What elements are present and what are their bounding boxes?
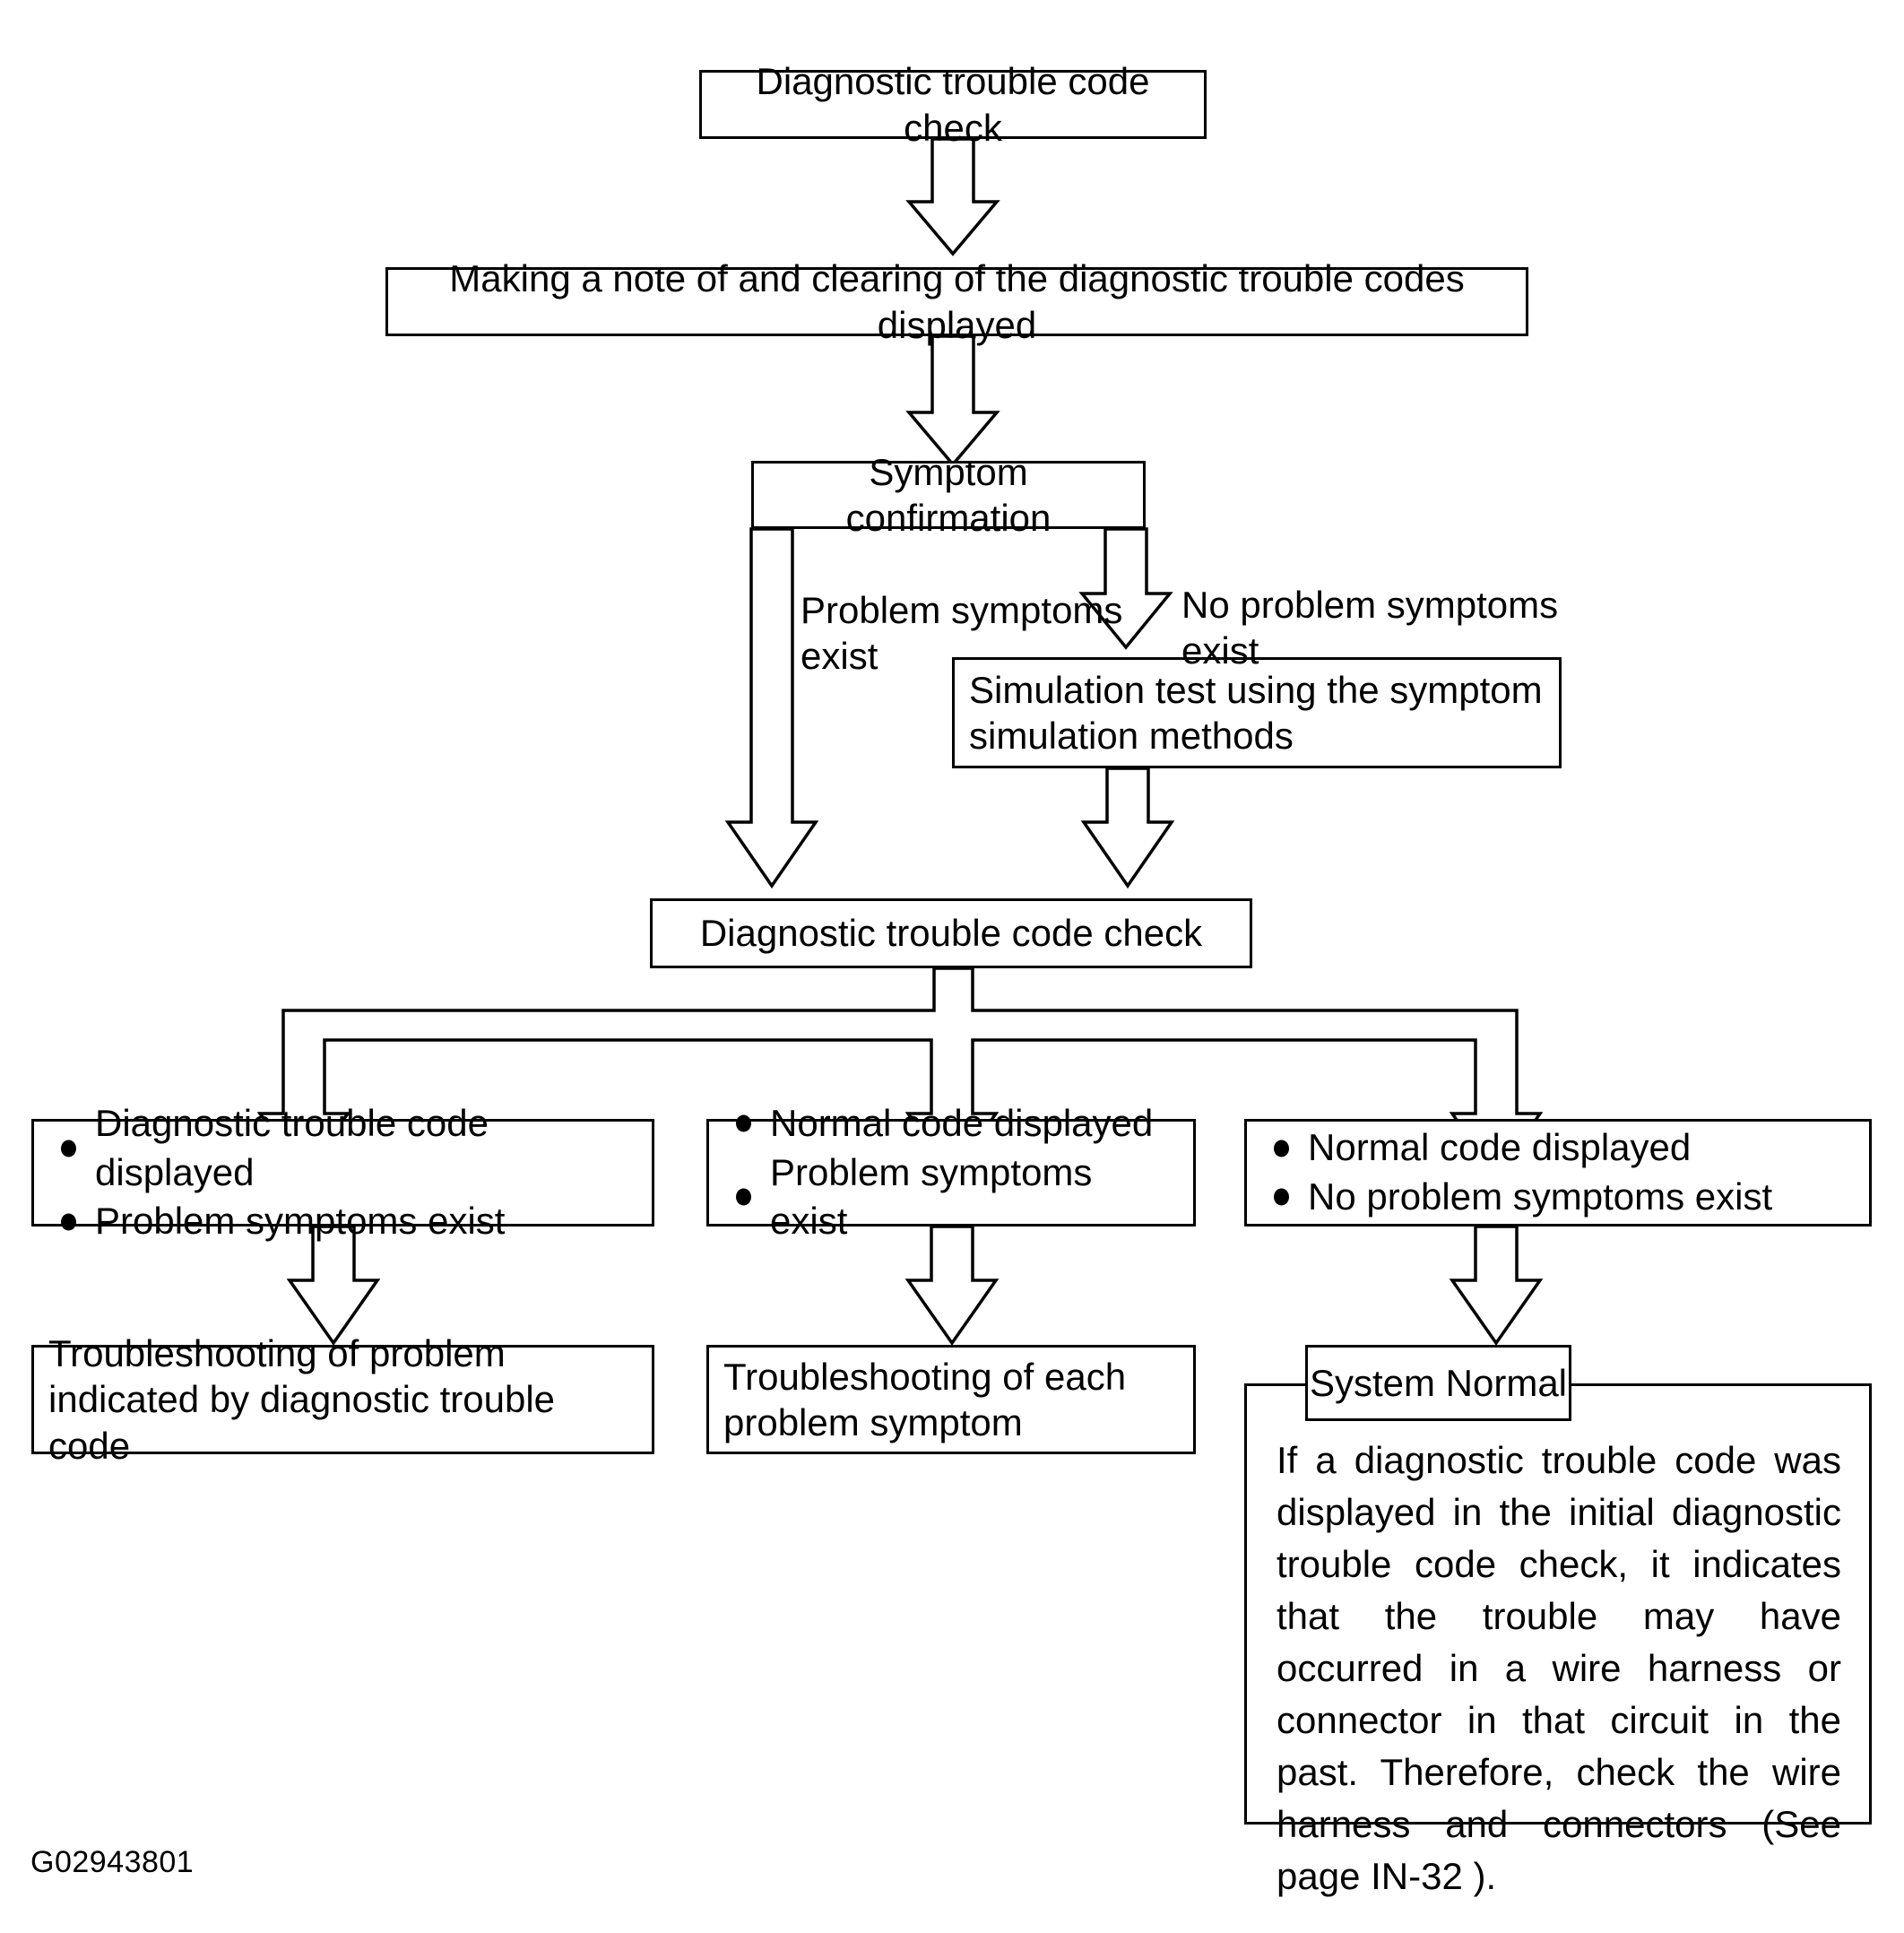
- node-outcome-left: Diagnostic trouble code displayed Proble…: [31, 1102, 654, 1242]
- node-symptom-confirmation-label: Symptom confirmation: [845, 450, 1052, 539]
- arrow-note-to-symptom: [905, 334, 1000, 467]
- node-result-left: Troubleshooting of problem indicated by …: [31, 1332, 654, 1467]
- node-outcome-right: Normal code displayed No problem symptom…: [1244, 1119, 1872, 1227]
- node-simulation-test: Simulation test using the symptom simula…: [952, 657, 1562, 768]
- arrow-outcome-right-to-result: [1449, 1225, 1544, 1347]
- edge-label-no-problem-symptoms-exist-text: No problem symptoms exist: [1181, 584, 1559, 672]
- node-making-note-label: Making a note of and clearing of the dia…: [449, 257, 1465, 346]
- node-dtc-check-top-label: Diagnostic trouble code check: [756, 60, 1150, 149]
- list-item: Problem symptoms exist: [57, 1197, 637, 1246]
- edge-label-problem-symptoms-exist: Problem symptoms exist: [801, 543, 1123, 679]
- arrow-dtc1-to-note: [905, 137, 1000, 256]
- list-item: No problem symptoms exist: [1270, 1173, 1855, 1222]
- node-simulation-test-label: Simulation test using the symptom simula…: [969, 668, 1543, 757]
- list-item: Diagnostic trouble code displayed: [57, 1099, 637, 1197]
- arrow-simulation-to-dtc2: [1080, 767, 1175, 889]
- node-system-normal-body: If a diagnostic trouble code was display…: [1277, 1435, 1841, 1903]
- list-item: Problem symptoms exist: [732, 1149, 1179, 1246]
- node-dtc-check-second-label: Diagnostic trouble code check: [699, 912, 1203, 955]
- node-dtc-check-top: Diagnostic trouble code check: [699, 60, 1207, 149]
- edge-label-problem-symptoms-exist-text: Problem symptoms exist: [801, 589, 1123, 677]
- node-system-normal-tag: System Normal: [1305, 1345, 1571, 1421]
- outcome-middle-bullet-list: Normal code displayed Problem symptoms e…: [709, 1099, 1193, 1246]
- figure-code: G02943801: [30, 1845, 194, 1880]
- node-outcome-middle: Normal code displayed Problem symptoms e…: [706, 1102, 1196, 1242]
- node-result-left-label: Troubleshooting of problem indicated by …: [48, 1332, 556, 1467]
- figure-code-text: G02943801: [30, 1845, 195, 1879]
- node-system-normal-tag-label: System Normal: [1309, 1361, 1568, 1404]
- outcome-left-bullet-list: Diagnostic trouble code displayed Proble…: [34, 1099, 652, 1246]
- node-result-middle-label: Troubleshooting of each problem symptom: [723, 1355, 1127, 1443]
- list-item: Normal code displayed: [1270, 1123, 1855, 1173]
- node-dtc-check-second: Diagnostic trouble code check: [650, 898, 1252, 968]
- node-system-normal-body-text: If a diagnostic trouble code was display…: [1277, 1439, 1841, 1897]
- node-result-middle: Troubleshooting of each problem symptom: [706, 1345, 1196, 1454]
- node-symptom-confirmation: Symptom confirmation: [751, 451, 1146, 539]
- edge-label-no-problem-symptoms-exist: No problem symptoms exist: [1181, 538, 1567, 673]
- outcome-right-bullet-list: Normal code displayed No problem symptom…: [1247, 1123, 1869, 1221]
- node-system-normal-container: [1244, 1383, 1872, 1825]
- node-making-note: Making a note of and clearing of the dia…: [385, 257, 1528, 346]
- list-item: Normal code displayed: [732, 1099, 1179, 1149]
